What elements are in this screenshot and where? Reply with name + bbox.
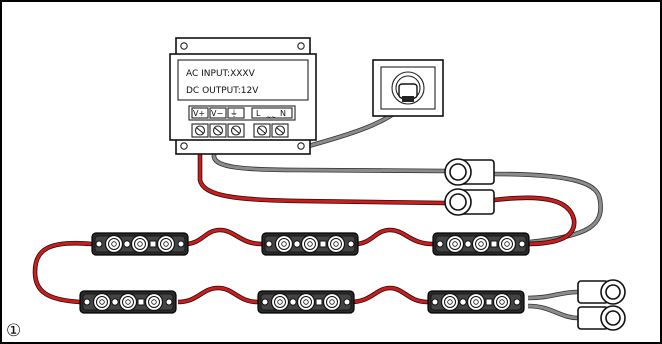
ring-terminal-negative [444, 158, 495, 186]
positive-lead [198, 140, 446, 205]
led-lens [296, 292, 316, 312]
psu-input-label: AC INPUT:XXXV [186, 69, 256, 79]
led-lens [104, 234, 124, 254]
led-lens [156, 234, 176, 254]
power-supply: AC INPUT:XXXV DC OUTPUT:12V V+ V− ⏚ L ~~… [169, 37, 317, 155]
ac-wave-symbol: ~~ [266, 114, 276, 121]
led-module [91, 232, 189, 256]
terminal-label-vminus: V− [211, 109, 223, 118]
terminal-label-ground: ⏚ [230, 109, 238, 118]
ring-terminal-positive [444, 188, 495, 216]
led-module [261, 232, 359, 256]
screw-terminals [191, 123, 289, 138]
tail-lead-bottom [527, 304, 579, 320]
led-lens [326, 234, 346, 254]
led-module [427, 290, 525, 314]
psu-body [169, 53, 317, 141]
chain-loop [33, 241, 93, 304]
led-lens [130, 234, 150, 254]
negative-run [493, 172, 603, 244]
led-lens [322, 292, 342, 312]
positive-run [493, 196, 576, 246]
led-module [432, 232, 530, 256]
led-lens [492, 292, 512, 312]
led-lens [440, 292, 460, 312]
terminal-label-n: N [280, 109, 286, 118]
led-module [79, 290, 177, 314]
led-lens [300, 234, 320, 254]
figure-marker: ① [6, 321, 21, 341]
led-lens [92, 292, 112, 312]
ring-connectors [444, 158, 626, 331]
ring-terminal-tail-top [577, 279, 626, 305]
psu-output-label: DC OUTPUT:12V [186, 86, 259, 96]
led-lens [270, 292, 290, 312]
led-lens [118, 292, 138, 312]
led-module [257, 290, 355, 314]
led-modules [79, 232, 530, 314]
negative-lead [212, 140, 446, 173]
wall-outlet-icon [372, 59, 444, 117]
terminal-label-l: L [256, 109, 261, 118]
terminal-label-vplus: V+ [193, 109, 205, 118]
led-lens [471, 234, 491, 254]
ring-terminal-tail-bottom [577, 305, 626, 331]
led-lens [466, 292, 486, 312]
led-lens [497, 234, 517, 254]
led-lens [144, 292, 164, 312]
led-lens [274, 234, 294, 254]
led-lens [445, 234, 465, 254]
tail-lead-top [527, 290, 579, 300]
